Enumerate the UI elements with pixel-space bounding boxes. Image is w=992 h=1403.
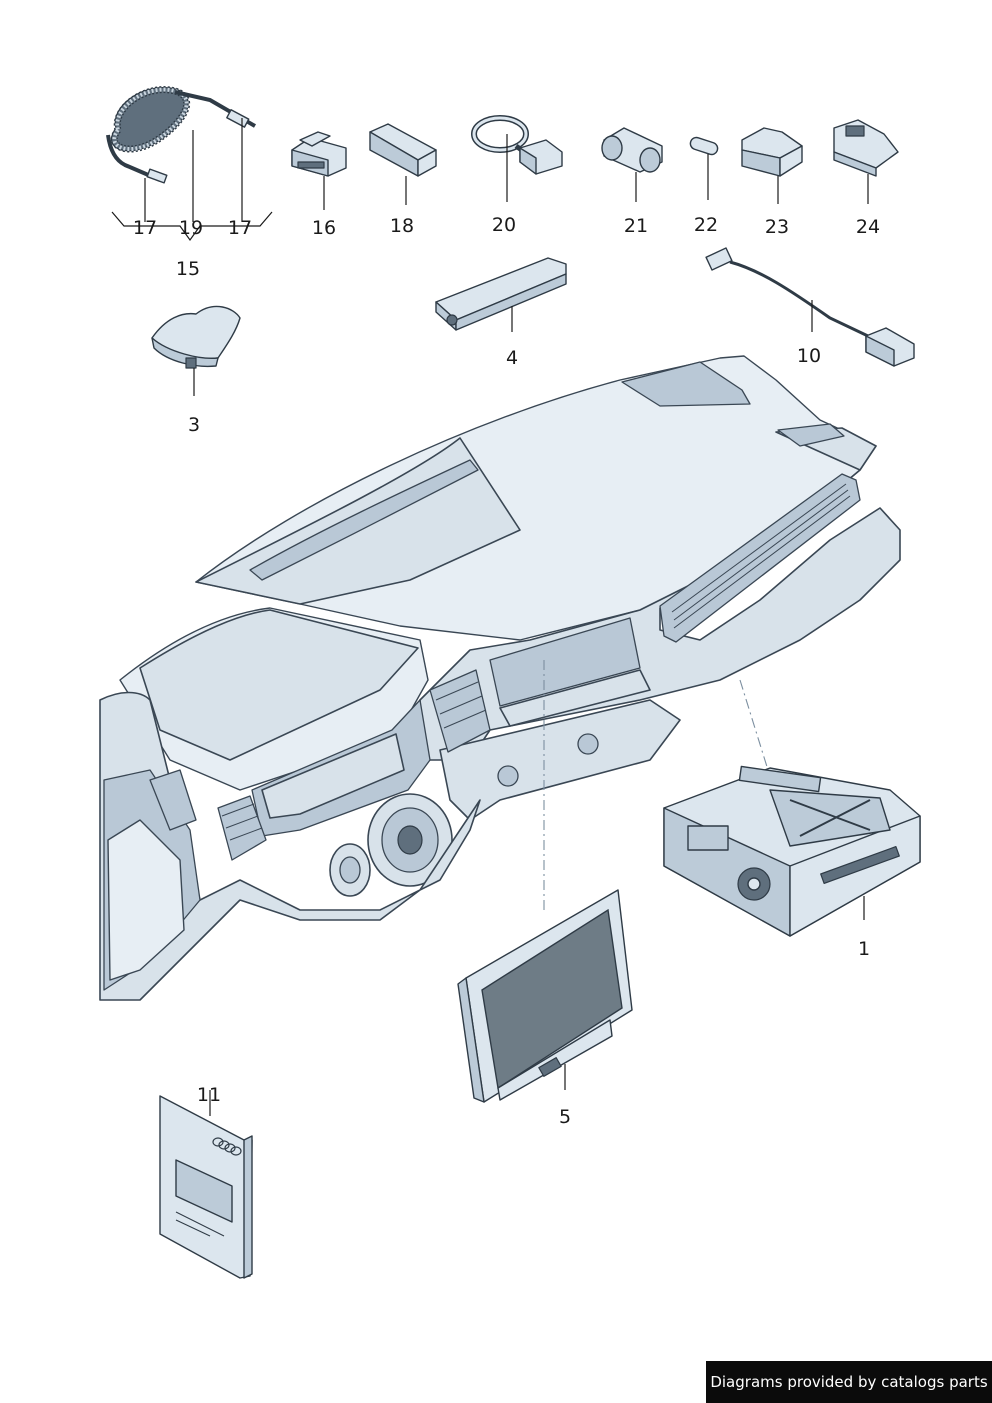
callout-24[interactable]: 24 — [856, 216, 880, 238]
callout-1[interactable]: 1 — [858, 938, 870, 960]
radio-head-unit-1-part[interactable] — [663, 765, 921, 937]
callout-15[interactable]: 15 — [176, 258, 200, 280]
callout-21[interactable]: 21 — [624, 215, 648, 237]
credit-banner: Diagrams provided by catalogs parts — [706, 1361, 992, 1403]
callout-19[interactable]: 19 — [179, 217, 203, 239]
block-23-part[interactable] — [741, 127, 803, 177]
callout-5[interactable]: 5 — [559, 1106, 571, 1128]
callout-23[interactable]: 23 — [765, 216, 789, 238]
callout-17-right[interactable]: 17 — [228, 217, 252, 239]
callout-numbers: 17 19 17 15 16 18 20 21 22 23 24 3 4 10 … — [133, 214, 880, 1128]
owner-manual-11-part[interactable] — [159, 1095, 253, 1279]
callout-4[interactable]: 4 — [506, 347, 518, 369]
pin-22-part[interactable] — [689, 136, 719, 156]
bar-module-4-part[interactable] — [435, 257, 567, 331]
leader-lines — [111, 118, 869, 1116]
ring-connector-20-part[interactable] — [471, 115, 563, 175]
callout-3[interactable]: 3 — [188, 414, 200, 436]
callout-18[interactable]: 18 — [390, 215, 414, 237]
module-18-part[interactable] — [369, 123, 437, 177]
callout-10[interactable]: 10 — [797, 345, 821, 367]
callout-22[interactable]: 22 — [694, 214, 718, 236]
callout-17-left[interactable]: 17 — [133, 217, 157, 239]
connector-16-part[interactable] — [291, 131, 347, 177]
clip-21-part[interactable] — [601, 127, 663, 173]
shark-fin-antenna-3-part[interactable] — [151, 305, 241, 369]
callout-16[interactable]: 16 — [312, 217, 336, 239]
dashboard-assembly — [99, 355, 901, 1001]
coiled-cable-part[interactable] — [106, 86, 257, 184]
credit-text: Diagrams provided by catalogs parts — [710, 1373, 988, 1391]
center-display-5-part[interactable] — [457, 889, 633, 1103]
cable-10-part[interactable] — [705, 247, 915, 367]
callout-20[interactable]: 20 — [492, 214, 516, 236]
callout-11[interactable]: 11 — [197, 1084, 221, 1106]
plug-24-part[interactable] — [833, 119, 899, 177]
